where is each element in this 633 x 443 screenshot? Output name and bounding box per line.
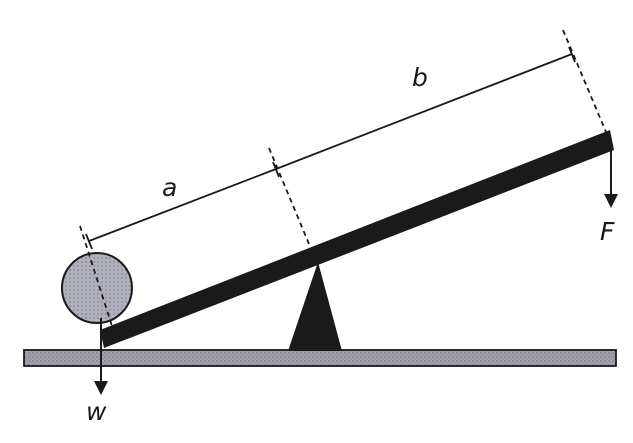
label-force: F (600, 217, 615, 246)
fulcrum (288, 262, 342, 351)
dimension-line-b (275, 53, 573, 170)
dimension-line-a (88, 168, 277, 242)
dimension-tick-a-right (272, 161, 280, 178)
weight-arrow-head (94, 381, 108, 395)
dashed-line-force-point (562, 29, 607, 133)
ball-load (61, 252, 133, 324)
dimension-tick-b-right (568, 46, 576, 63)
label-b: b (412, 63, 428, 92)
lever-beam (100, 130, 614, 348)
label-weight: w (86, 397, 107, 426)
force-arrow-head (604, 194, 618, 208)
dimension-tick-a-left (85, 233, 93, 250)
dashed-line-fulcrum (268, 147, 315, 257)
ground-surface (23, 349, 617, 367)
label-a: a (162, 173, 177, 202)
